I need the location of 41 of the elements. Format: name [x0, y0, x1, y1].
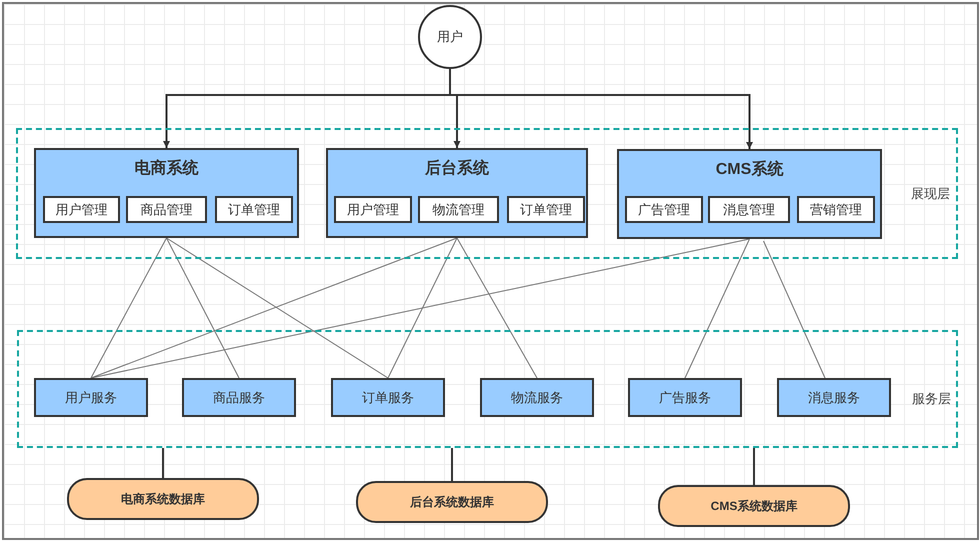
module-box: 用户管理	[43, 196, 120, 223]
connector-line	[162, 448, 164, 478]
service-box: 物流服务	[480, 378, 594, 417]
layer-label: 服务层	[912, 390, 951, 408]
connector-line	[388, 238, 458, 378]
connector-line	[166, 238, 240, 378]
connector-line	[753, 448, 755, 485]
layer-label: 展现层	[911, 185, 950, 203]
database-box: 后台系统数据库	[356, 481, 548, 523]
service-box: 用户服务	[34, 378, 148, 417]
connector-line	[90, 238, 458, 378]
connector-line	[456, 238, 538, 378]
service-box: 消息服务	[777, 378, 891, 417]
connector-line	[763, 240, 826, 378]
system-box	[617, 149, 882, 239]
connector-line	[90, 238, 167, 378]
layer-band	[17, 330, 958, 448]
module-box: 物流管理	[418, 196, 499, 223]
module-box: 订单管理	[215, 196, 293, 223]
system-title: 后台系统	[424, 158, 490, 179]
module-box: 广告管理	[625, 196, 703, 223]
arrow	[449, 69, 753, 149]
connector-line	[90, 238, 750, 378]
system-box	[34, 148, 299, 238]
connector-line	[166, 238, 388, 378]
connector-line	[684, 238, 750, 378]
database-box: 电商系统数据库	[67, 478, 259, 520]
module-box: 消息管理	[708, 196, 790, 223]
service-box: 商品服务	[182, 378, 296, 417]
connector-line	[451, 448, 453, 481]
module-box: 商品管理	[126, 196, 207, 223]
system-title: CMS系统	[714, 159, 784, 180]
layer-band	[16, 128, 958, 259]
service-box: 广告服务	[628, 378, 742, 417]
database-box: CMS系统数据库	[658, 485, 850, 527]
system-box	[326, 148, 588, 238]
module-box: 营销管理	[797, 196, 875, 223]
module-box: 用户管理	[334, 196, 412, 223]
system-title: 电商系统	[134, 158, 200, 179]
module-box: 订单管理	[507, 196, 585, 223]
service-box: 订单服务	[331, 378, 445, 417]
